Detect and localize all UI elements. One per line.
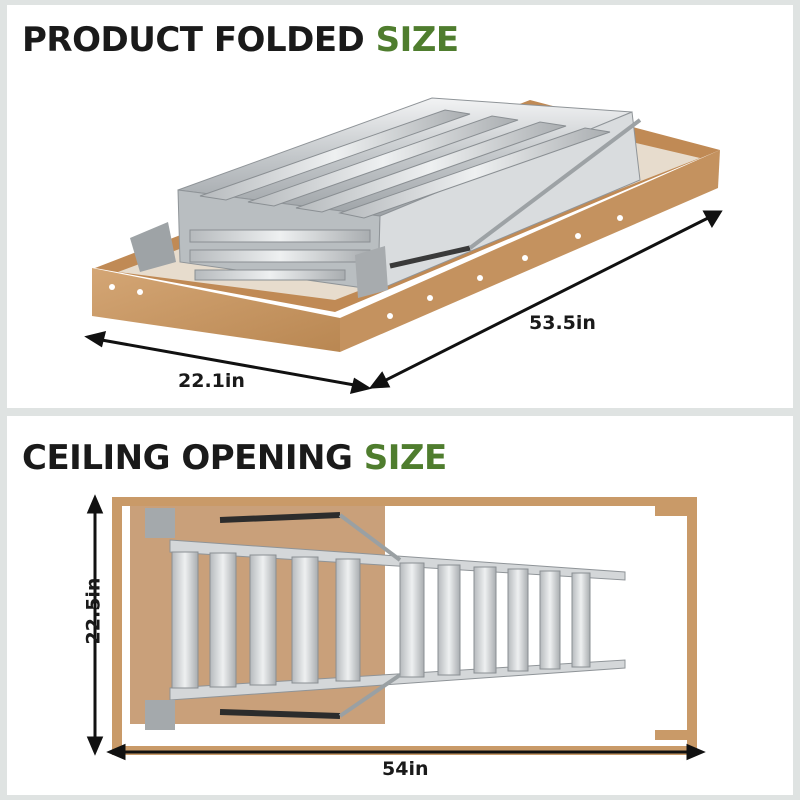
dimension-arrow-height (86, 494, 104, 756)
folded-width-label: 22.1in (178, 370, 245, 392)
ceiling-opening-heading: CEILING OPENING SIZE (22, 438, 447, 478)
dimension-arrow-width (84, 330, 372, 395)
folded-ladder-steps (130, 97, 642, 298)
dimension-arrow-length (368, 210, 723, 389)
folded-size-heading: PRODUCT FOLDED SIZE (22, 20, 459, 60)
folded-length-label: 53.5in (529, 312, 596, 334)
opening-height-label: 22.5in (82, 577, 105, 645)
dimension-arrow-opening-width (106, 743, 706, 761)
ladder-top-view (145, 508, 626, 730)
opening-width-label: 54in (382, 758, 429, 780)
